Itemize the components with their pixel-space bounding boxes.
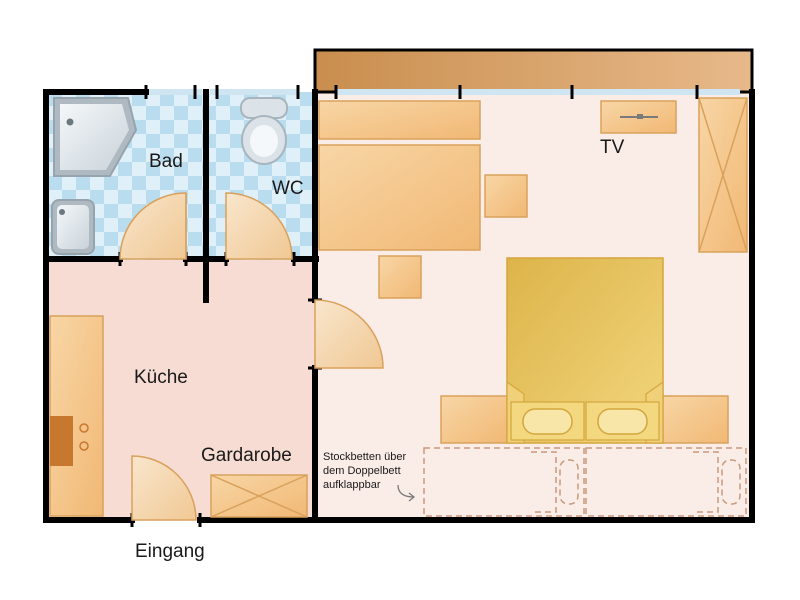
nightstand-left: [440, 395, 509, 444]
sink-icon: [51, 199, 95, 255]
walls: [43, 89, 755, 523]
chair-bottom: [378, 255, 422, 299]
door-wc: [225, 192, 293, 260]
label-bad: Bad: [149, 151, 183, 172]
kitchen-counter: [49, 315, 104, 517]
door-bad: [119, 192, 187, 260]
double-bed: [506, 257, 664, 444]
label-tv: TV: [600, 137, 625, 158]
door-entrance: [131, 455, 197, 521]
note-line-1: Stockbetten über: [323, 451, 407, 463]
balcony: [313, 48, 754, 94]
door-living: [314, 299, 384, 369]
label-eingang: Eingang: [135, 541, 205, 562]
shower-icon: [53, 97, 138, 177]
wardrobe: [210, 474, 308, 518]
window-living: [335, 89, 740, 95]
bunk-beds: [423, 447, 747, 517]
nightstand-right: [660, 395, 729, 444]
chair-right: [484, 174, 528, 218]
shelf: [318, 100, 481, 140]
label-wc: WC: [272, 178, 304, 199]
note-line-2: dem Doppelbett: [323, 465, 401, 477]
stove-icon: [50, 416, 73, 466]
label-gardarobe: Gardarobe: [201, 445, 292, 466]
table: [318, 144, 481, 251]
label-kueche: Küche: [134, 367, 188, 388]
toilet-icon: [240, 97, 288, 165]
arrow-icon: [397, 484, 416, 502]
window-bad: [146, 89, 202, 95]
window-wc: [210, 89, 298, 95]
note-line-3: aufklappbar: [323, 479, 381, 491]
